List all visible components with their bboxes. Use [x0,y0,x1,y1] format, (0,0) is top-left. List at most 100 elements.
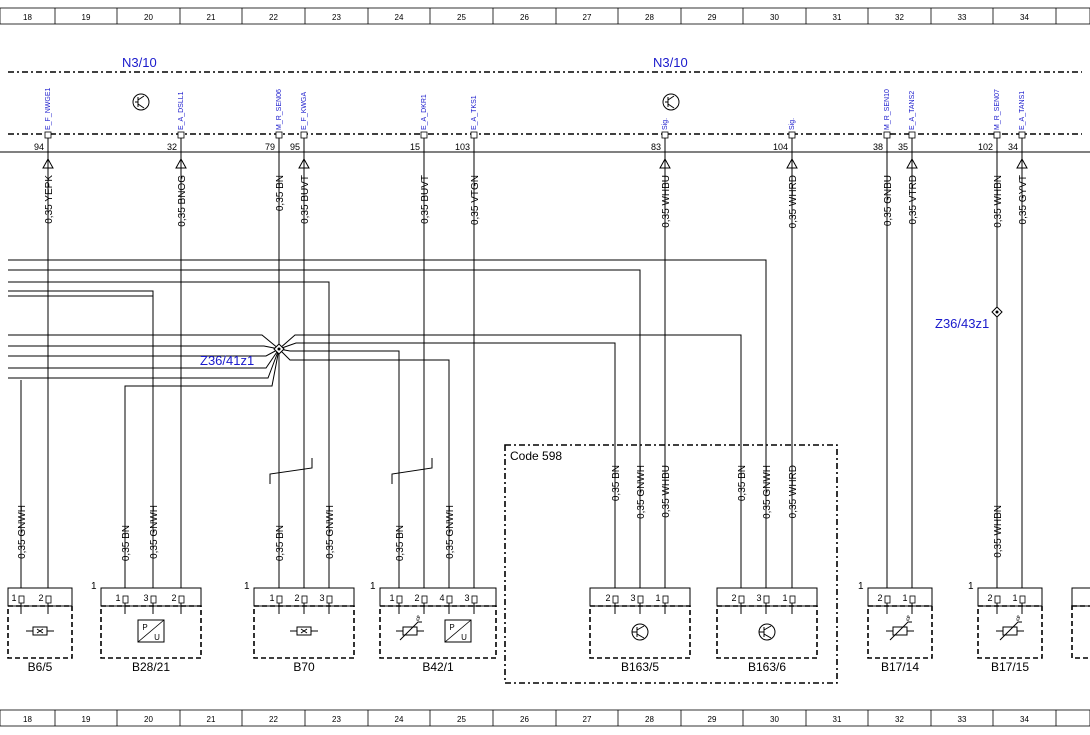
splice-label: Z36/43z1 [935,316,989,331]
unit-label-2: N3/10 [653,55,688,70]
component-pin-number: 2 [414,593,419,603]
wire-harness [8,160,1023,598]
wire-label: 0,35 BN [275,175,286,211]
pin-signal-label: E_F_KWGA [301,92,308,130]
heater-element-icon [290,626,318,636]
transistor-icon [758,623,776,641]
wire-label: 0,35 GNWH [762,465,773,519]
grid-cell-label: 23 [332,13,341,22]
wire-label: 0,35 WHBN [993,175,1004,228]
wire-label: 0,35 GNBU [883,175,894,226]
option-code-box [504,444,838,684]
temperature-sensor-icon: ϑ [996,616,1024,641]
pin-number: 15 [410,142,420,152]
pin-number: 103 [455,142,470,152]
wire-label: 0,35 GNWH [636,465,647,519]
symbol-u: U [154,633,160,642]
pin-signal-label: E_F_NWGE1 [45,87,52,130]
grid-cell-label: 27 [583,715,592,724]
grid-cell-label: 20 [144,13,153,22]
component-pin-number: 2 [605,593,610,603]
component-pin-number: 1 [902,593,907,603]
component-pin-number: 3 [319,593,324,603]
component-label: B163/5 [621,660,659,674]
transistor-icon [662,93,680,111]
pin-number: 104 [773,142,788,152]
wire-label: 0,35 WHBN [993,505,1004,558]
pin-number: 32 [167,142,177,152]
component-pin-number: 2 [877,593,882,603]
pin-signal-label: Sig. [789,118,796,130]
wire-label: 0,35 BN [275,525,286,561]
component-pin-number: 2 [294,593,299,603]
pin-number: 35 [898,142,908,152]
pressure-sensor-icon: PU [137,619,165,643]
symbol-u: U [461,633,467,642]
grid-cell-label: 25 [457,715,466,724]
grid-cell-label: 27 [583,13,592,22]
component-pin-number: 2 [171,593,176,603]
pin-signal-label: E_A_DKR1 [421,94,428,130]
component-pin-number: 1 [389,593,394,603]
theta-symbol: ϑ [416,616,420,623]
pin-signal-label: E_A_DSLL1 [178,91,185,130]
sensor-component-partial [1071,587,1090,659]
grid-cell-label: 23 [332,715,341,724]
grid-cell-label: 26 [520,13,529,22]
wire-label: 0,35 YEPK [44,175,55,224]
pin-signal-label: E_A_TANS1 [1019,91,1026,130]
pin-number: 95 [290,142,300,152]
wire-label: 0,35 VTRD [908,175,919,224]
wire-label: 0,35 GNWH [149,505,160,559]
grid-cell-label: 18 [23,13,32,22]
wire-label: 0,35 WHRD [788,465,799,518]
component-pin-number: 1 [115,593,120,603]
option-code-label: Code 598 [510,449,562,463]
grid-cell-label: 31 [833,715,842,724]
symbol-p: P [142,623,147,632]
wire-label: 0,35 WHRD [788,175,799,228]
wire-label: 0,35 BNOG [177,175,188,227]
splice-label: Z36/41z1 [200,353,254,368]
grid-cell-label: 33 [958,13,967,22]
wire-label: 0,35 WHBU [661,465,672,518]
component-pin-number: 2 [731,593,736,603]
grid-cell-label: 28 [645,715,654,724]
unit-label-1: N3/10 [122,55,157,70]
component-index: 1 [244,581,250,592]
transistor-icon [132,93,150,111]
component-pin-number: 1 [269,593,274,603]
grid-cell-label: 30 [770,13,779,22]
component-index: 1 [858,581,864,592]
theta-symbol: ϑ [906,616,910,623]
heater-element-icon [26,626,54,636]
wire-label: 0,35 WHBU [661,175,672,228]
component-pin-number: 3 [143,593,148,603]
component-pin-number: 3 [630,593,635,603]
grid-cell-label: 21 [207,715,216,724]
component-label: B42/1 [422,660,454,674]
grid-cell-label: 19 [82,715,91,724]
pin-signal-label: E_A_TKS1 [471,95,478,130]
component-label: B70 [293,660,315,674]
component-index: 1 [91,581,97,592]
component-pin-number: 1 [11,593,16,603]
grid-cell-label: 30 [770,715,779,724]
component-label: B163/6 [748,660,786,674]
grid-cell-label: 33 [958,715,967,724]
grid-cell-label: 22 [269,715,278,724]
component-pin-number: 1 [782,593,787,603]
splice-point [991,306,1003,318]
